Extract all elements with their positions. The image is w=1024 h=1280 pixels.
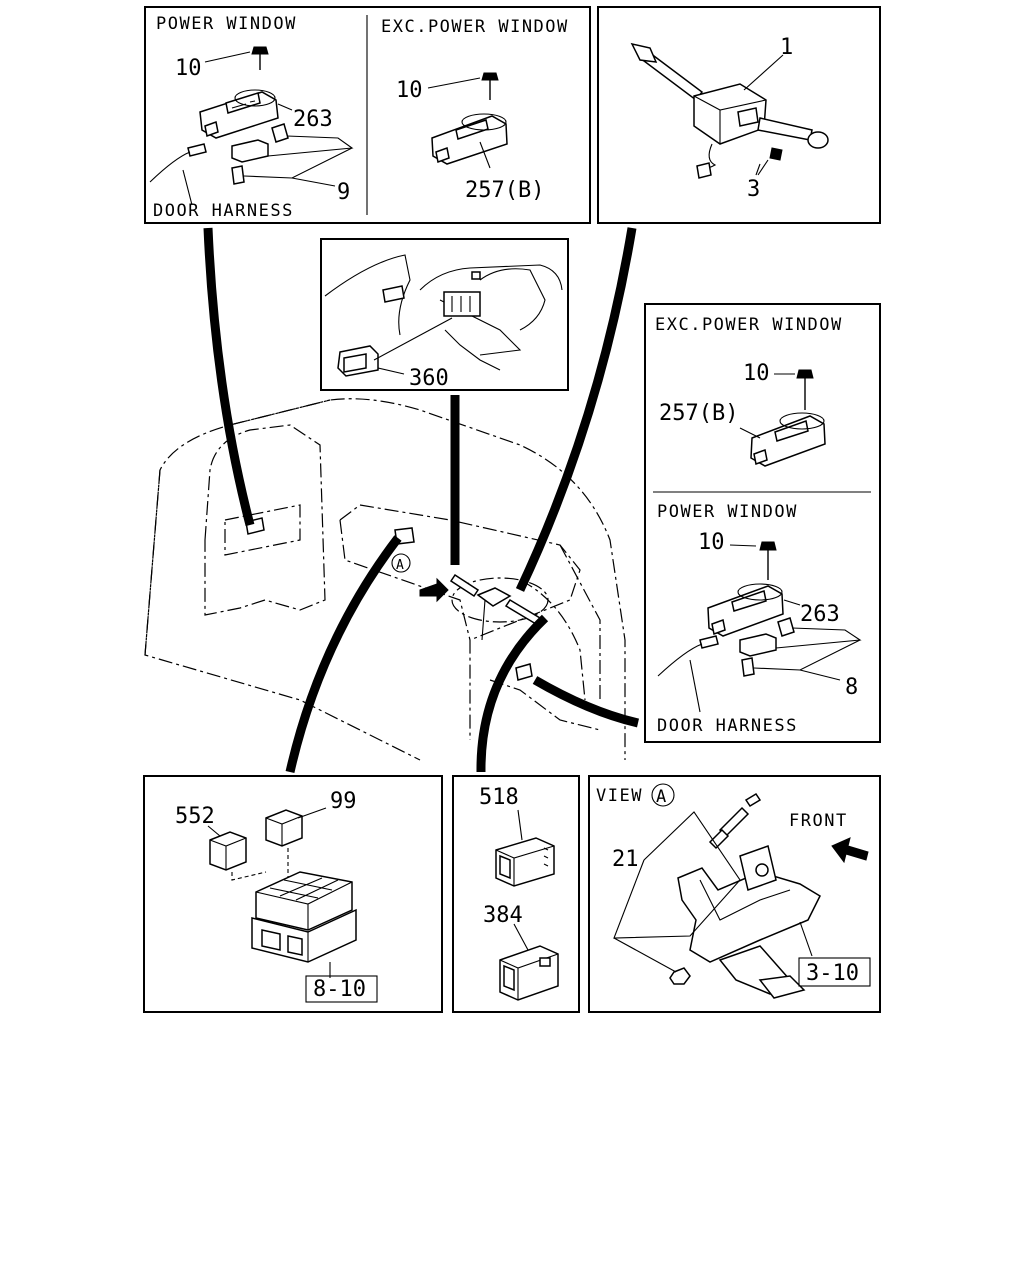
power-switch-right-drawing <box>657 541 862 713</box>
label-518: 518 <box>479 785 519 810</box>
label-10-b: 10 <box>396 78 423 103</box>
ref-box-8-10 <box>305 975 378 1003</box>
label-263-b: 263 <box>800 602 840 627</box>
label-door-harness-a: DOOR HARNESS <box>153 201 294 221</box>
label-552: 552 <box>175 804 215 829</box>
label-257b-b: 257(B) <box>659 401 738 426</box>
label-10-c: 10 <box>743 361 770 386</box>
view-a-marker: A <box>656 787 666 807</box>
view-a-marker-main: A <box>396 558 404 573</box>
panel-right-frame <box>644 303 881 743</box>
label-10-a: 10 <box>175 56 202 81</box>
label-front: FRONT <box>789 811 848 831</box>
label-1: 1 <box>780 35 793 60</box>
ref-box-3-10 <box>798 957 871 987</box>
vehicle-interior-drawing: A <box>144 398 626 761</box>
header-power-window: POWER WINDOW <box>156 14 297 34</box>
bracket-assembly-drawing <box>613 792 821 999</box>
label-ref-8-10: 8-10 <box>313 977 366 1002</box>
power-window-switch-drawing <box>149 46 354 206</box>
label-9: 9 <box>337 180 350 205</box>
header-view: VIEW <box>596 786 643 806</box>
combination-switch-drawing <box>630 42 829 179</box>
label-ref-3-10: 3-10 <box>806 961 859 986</box>
panel-center-inset: 360 <box>320 238 569 391</box>
label-10-d: 10 <box>698 530 725 555</box>
exc-switch-right-drawing <box>739 369 826 467</box>
front-arrow-icon <box>831 837 869 864</box>
label-3: 3 <box>747 177 760 202</box>
label-360: 360 <box>409 366 449 391</box>
panel-bottom-right: VIEW A FRONT 21 3-10 <box>588 775 881 1013</box>
panel-bottom-left: 552 99 8-10 <box>143 775 443 1013</box>
switches-drawing <box>495 809 559 1001</box>
panel-top-right: 1 3 <box>597 6 881 224</box>
label-99: 99 <box>330 789 357 814</box>
panel-bottom-middle: 518 384 <box>452 775 580 1013</box>
header-exc-power-window: EXC.POWER WINDOW <box>381 17 569 37</box>
label-8: 8 <box>845 675 858 700</box>
dashboard-inset-drawing <box>324 254 563 377</box>
header-power-window-right: POWER WINDOW <box>657 502 798 522</box>
label-21: 21 <box>612 847 639 872</box>
label-door-harness-b: DOOR HARNESS <box>657 716 798 736</box>
label-384: 384 <box>483 903 523 928</box>
label-263-a: 263 <box>293 107 333 132</box>
panel-top-left: POWER WINDOW EXC.POWER WINDOW <box>144 6 591 224</box>
relay-box-drawing <box>207 807 357 978</box>
leader-lines <box>203 227 640 773</box>
header-exc-power-window-right: EXC.POWER WINDOW <box>655 315 843 335</box>
panel-right: EXC.POWER WINDOW POWER WINDOW 10 257(B) <box>644 303 881 743</box>
label-257b-a: 257(B) <box>465 178 544 203</box>
exc-power-window-switch-drawing <box>427 72 508 169</box>
